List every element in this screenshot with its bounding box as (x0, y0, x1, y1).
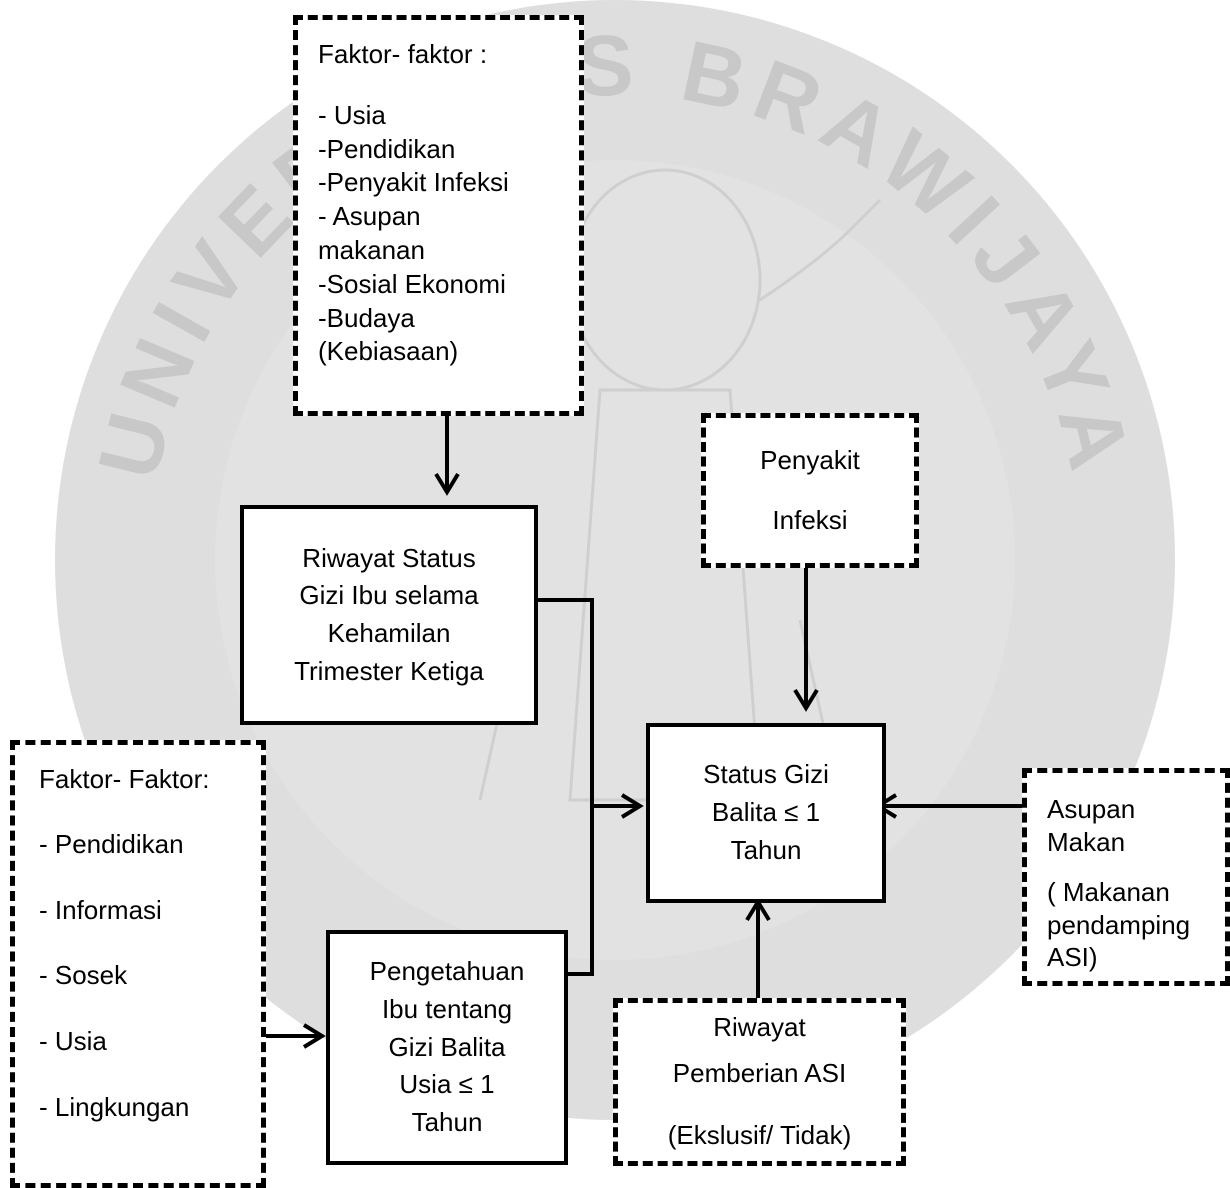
faktor-left-title: Faktor- Faktor: (39, 764, 210, 794)
penyakit-infeksi-box: Penyakit Infeksi (701, 413, 919, 568)
asupan-line: Makan (1047, 826, 1126, 857)
list-item: -Penyakit Infeksi (318, 167, 509, 198)
faktor-top-title: Faktor- faktor : (318, 39, 488, 69)
asupan-line: ASI) (1047, 942, 1098, 972)
status-gizi-line: Balita ≤ 1 (711, 797, 821, 828)
arrowhead-riwayat-status (434, 472, 460, 496)
asupan-line: pendamping (1047, 909, 1191, 940)
asupan-makan-box: Asupan Makan ( Makanan pendamping ASI) (1022, 768, 1230, 986)
riwayat-status-line: Trimester Ketiga (294, 655, 484, 686)
faktor-left-list: - Pendidikan - Informasi - Sosek - Usia … (39, 828, 261, 1125)
faktor-faktor-box-left: Faktor- Faktor: - Pendidikan - Informasi… (10, 740, 266, 1188)
arrowhead-pengetahuan (302, 1023, 326, 1049)
pengetahuan-line: Gizi Balita (388, 1031, 506, 1062)
pengetahuan-line: Pengetahuan (369, 956, 525, 987)
list-item: - Usia (318, 99, 386, 130)
penyakit-line: Penyakit (760, 444, 860, 475)
penyakit-line: Infeksi (772, 504, 848, 535)
riwayat-pemberian-asi-box: Riwayat Pemberian ASI (Ekslusif/ Tidak) (613, 998, 906, 1166)
list-item: -Sosial Ekonomi (318, 268, 506, 299)
list-item: makanan (318, 234, 425, 265)
riwayat-status-line: Riwayat Status (302, 542, 476, 573)
pengetahuan-line: Tahun (411, 1107, 483, 1138)
list-item: - Informasi (39, 894, 162, 925)
riwayat-status-gizi-box: Riwayat Status Gizi Ibu selama Kehamilan… (240, 505, 538, 725)
edge-riwayat-status-merge (538, 598, 594, 976)
list-item: -Pendidikan (318, 133, 456, 164)
status-gizi-balita-box: Status Gizi Balita ≤ 1 Tahun (646, 723, 886, 903)
asupan-line: ( Makanan (1047, 877, 1170, 907)
pengetahuan-ibu-box: Pengetahuan Ibu tentang Gizi Balita Usia… (326, 930, 568, 1165)
list-item: - Lingkungan (39, 1091, 190, 1122)
arrowhead-status-gizi-left (620, 793, 644, 819)
faktor-faktor-box-top: Faktor- faktor : - Usia -Pendidikan -Pen… (293, 15, 584, 416)
asupan-line: Asupan (1047, 794, 1136, 824)
riwayat-status-line: Kehamilan (327, 618, 451, 648)
riwayat-asi-line: (Ekslusif/ Tidak) (667, 1119, 852, 1150)
arrowhead-status-gizi-top (793, 688, 819, 712)
riwayat-asi-line: Riwayat (713, 1012, 806, 1043)
riwayat-status-line: Gizi Ibu selama (299, 580, 479, 611)
pengetahuan-line: Ibu tentang (381, 993, 513, 1024)
status-gizi-line: Status Gizi (703, 759, 829, 790)
riwayat-asi-line: Pemberian ASI (672, 1058, 847, 1089)
list-item: - Pendidikan (39, 828, 184, 859)
list-item: (Kebiasaan) (318, 336, 459, 367)
status-gizi-line: Tahun (730, 834, 802, 865)
pengetahuan-line: Usia ≤ 1 (399, 1069, 495, 1100)
list-item: - Asupan (318, 201, 421, 232)
list-item: -Budaya (318, 302, 415, 333)
faktor-top-list: - Usia -Pendidikan -Penyakit Infeksi - A… (318, 99, 559, 369)
list-item: - Sosek (39, 960, 128, 991)
list-item: - Usia (39, 1026, 107, 1057)
